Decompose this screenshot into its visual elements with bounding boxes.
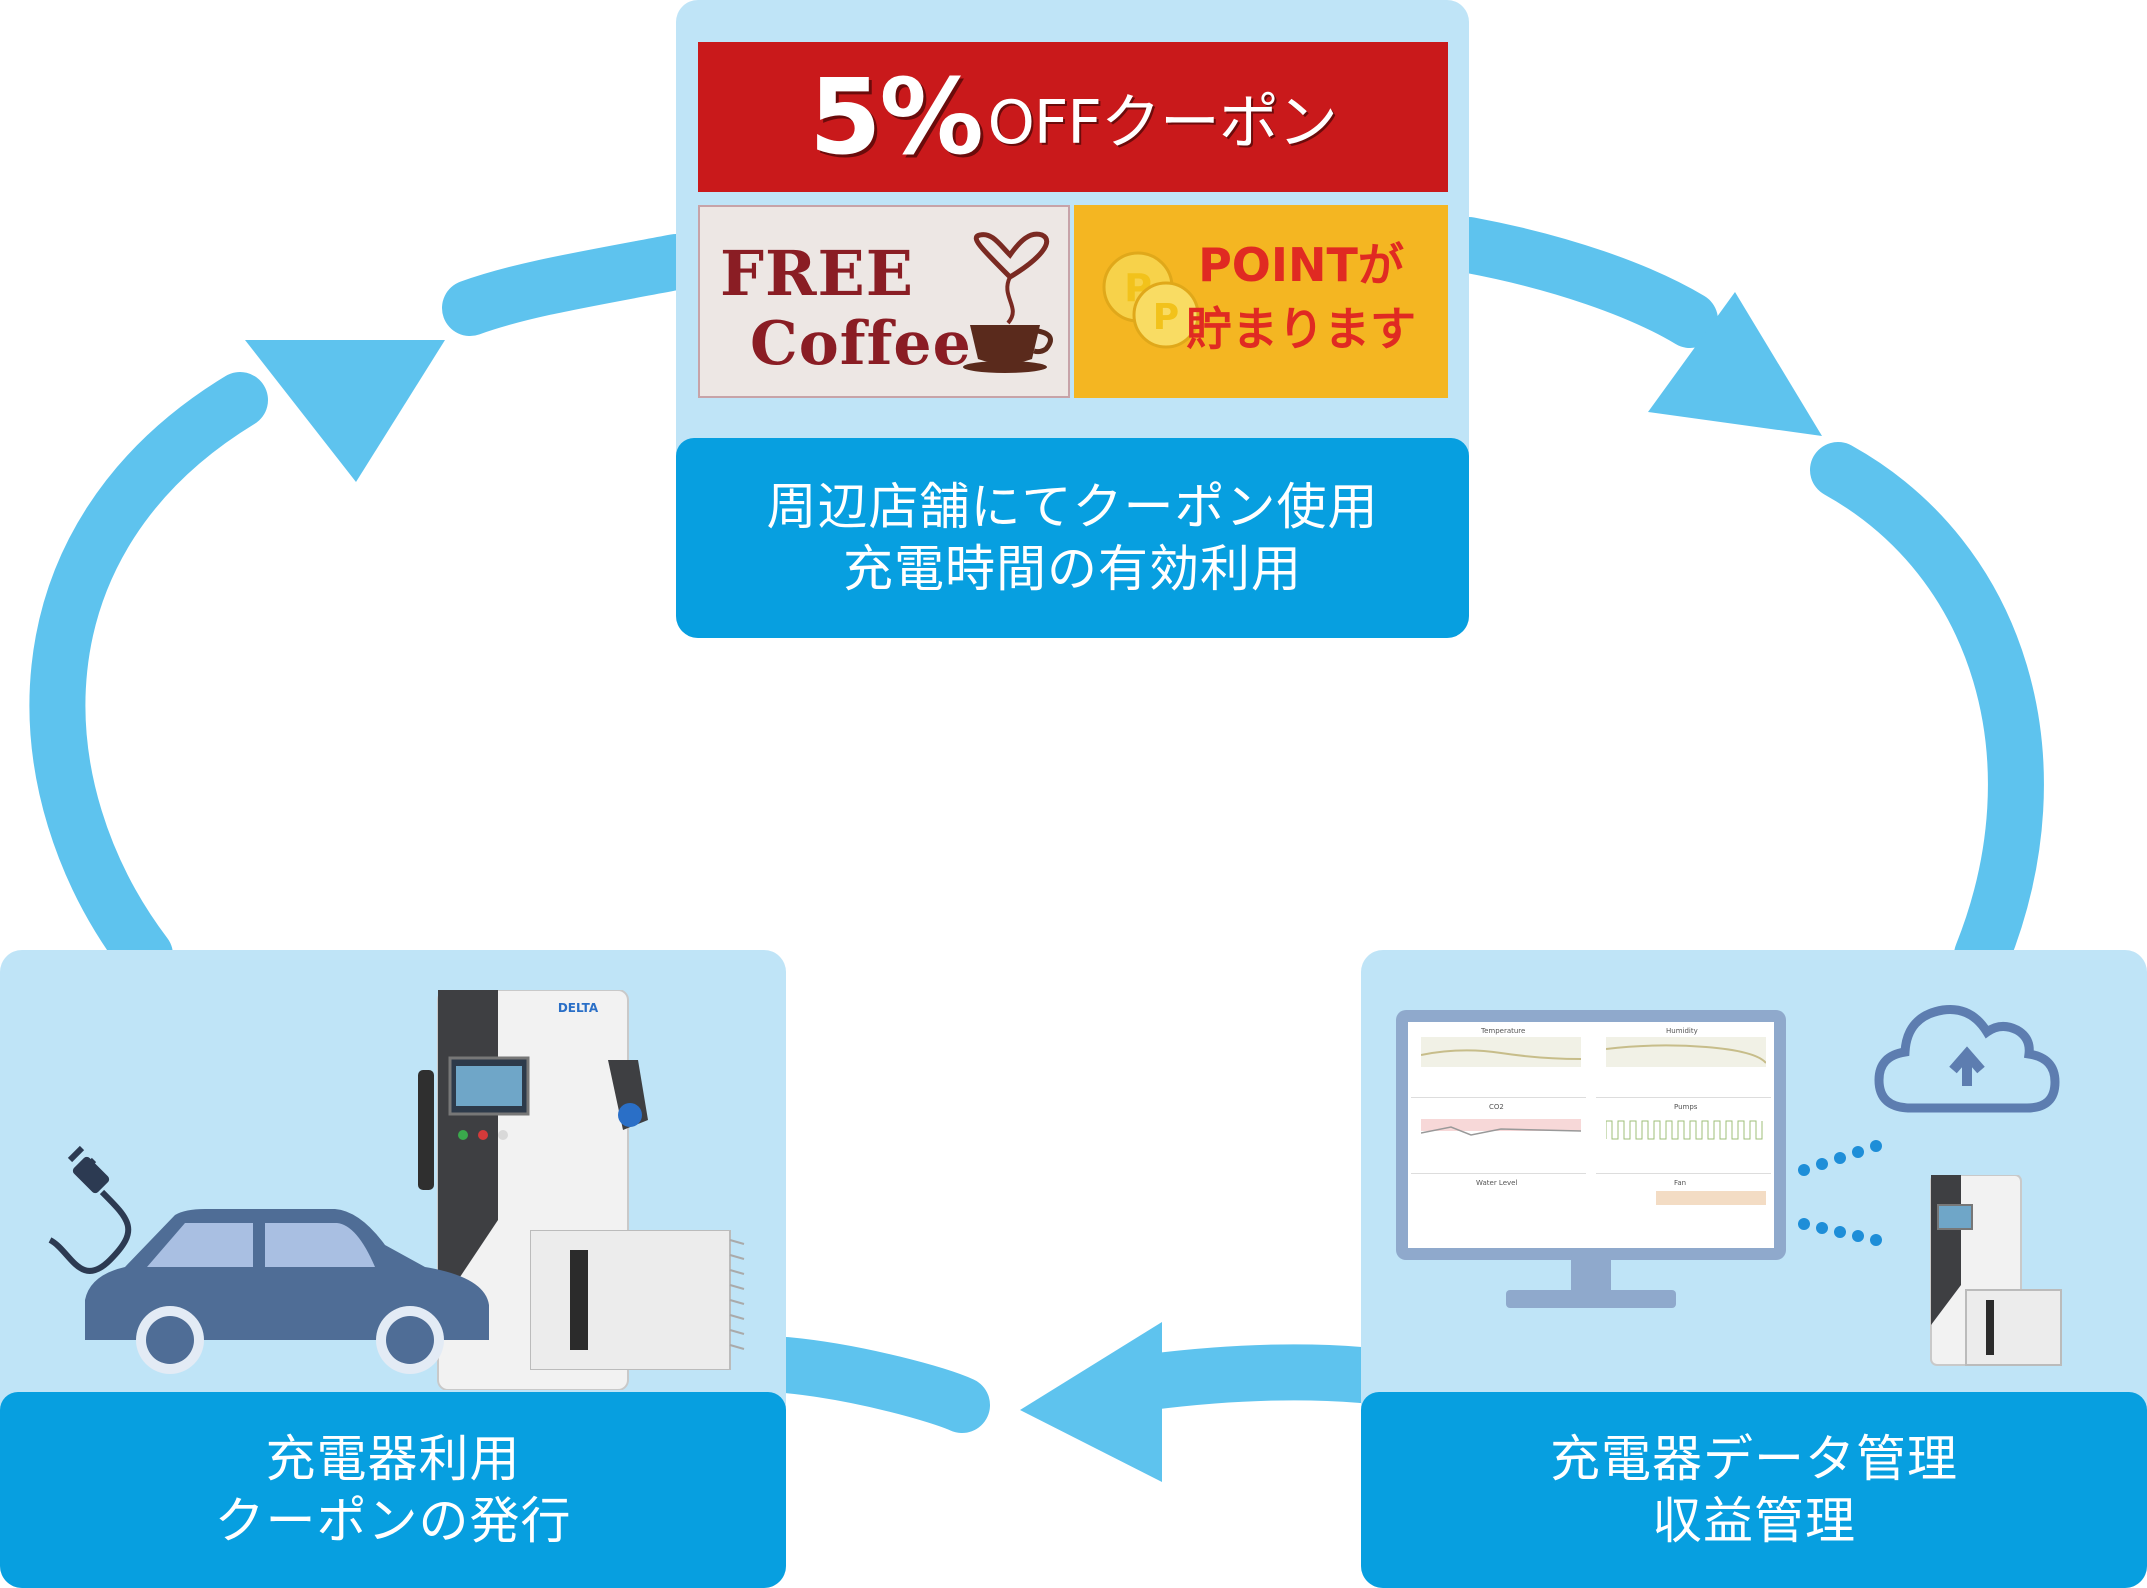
cycle-arc-top-left bbox=[29, 372, 268, 983]
coupon-5-percent-off: 5% OFFクーポン bbox=[698, 42, 1448, 192]
caption-right-line1: 充電器データ管理 bbox=[1550, 1430, 1958, 1488]
dashboard-fan-title: Fan bbox=[1674, 1179, 1687, 1187]
panel-coupon-usage: 5% OFFクーポン FREE Coffee P P POINTが 貯まります … bbox=[676, 0, 1469, 638]
panel-humidity: Humidity bbox=[1596, 1025, 1771, 1098]
dashboard-water-level-title: Water Level bbox=[1476, 1179, 1518, 1187]
cycle-arc-bottom bbox=[1122, 1344, 1389, 1410]
coupon-percent: 5% bbox=[809, 56, 984, 178]
coupon-off-label: OFFクーポン bbox=[987, 87, 1338, 158]
caption-left-line2: クーポンの発行 bbox=[214, 1492, 572, 1550]
point-coupon: P P POINTが 貯まります bbox=[1074, 205, 1448, 398]
caption-top-line1: 周辺店舗にてクーポン使用 bbox=[766, 478, 1379, 536]
panel-data-management: Temperature Humidity CO2 Pumps Water Lev… bbox=[1361, 950, 2147, 1588]
free-coffee-line1: FREE bbox=[720, 237, 915, 310]
free-coffee-line2: Coffee bbox=[750, 309, 972, 379]
arrowhead-bottom-left bbox=[1020, 1322, 1162, 1482]
small-charger-icon bbox=[1930, 1175, 2062, 1366]
point-line2: 貯まります bbox=[1186, 302, 1416, 356]
dashboard: Temperature Humidity CO2 Pumps Water Lev… bbox=[1411, 1025, 1771, 1247]
plug-icon bbox=[48, 1145, 132, 1274]
panel-charger-usage: DELTA 充電器利用 クーポンの発行 bbox=[0, 950, 786, 1588]
point-text: POINTが 貯まります bbox=[1166, 233, 1436, 361]
cloud-upload-icon bbox=[1874, 1004, 2060, 1113]
dashboard-pumps-title: Pumps bbox=[1674, 1103, 1698, 1111]
arrowhead-left-up bbox=[245, 340, 445, 482]
caption-right-line2: 収益管理 bbox=[1652, 1492, 1856, 1550]
caption-top-line2: 充電時間の有効利用 bbox=[843, 540, 1302, 598]
svg-text:P: P bbox=[1153, 297, 1179, 338]
panel-water-level: Water Level bbox=[1411, 1177, 1586, 1247]
dashboard-co2-title: CO2 bbox=[1489, 1103, 1504, 1111]
dashboard-temperature-title: Temperature bbox=[1481, 1027, 1526, 1035]
connection-dots bbox=[1798, 1140, 1882, 1246]
caption-data-management: 充電器データ管理 収益管理 bbox=[1361, 1392, 2147, 1588]
panel-co2: CO2 bbox=[1411, 1101, 1586, 1174]
arrowhead-right-down bbox=[1648, 292, 1822, 436]
caption-left-line1: 充電器利用 bbox=[265, 1430, 521, 1488]
cycle-arc-top-right bbox=[1441, 217, 1718, 348]
caption-coupon-usage: 周辺店舗にてクーポン使用 充電時間の有効利用 bbox=[676, 438, 1469, 638]
panel-temperature: Temperature bbox=[1411, 1025, 1586, 1098]
gold-coin-icon: P P bbox=[1102, 251, 1200, 349]
free-coffee-coupon: FREE Coffee bbox=[698, 205, 1070, 398]
dashboard-humidity-title: Humidity bbox=[1666, 1027, 1698, 1035]
caption-charger-usage: 充電器利用 クーポンの発行 bbox=[0, 1392, 786, 1588]
coffee-cup-icon bbox=[963, 231, 1053, 373]
point-line1: POINTが bbox=[1198, 238, 1404, 292]
charger-brand-label: DELTA bbox=[558, 1001, 599, 1015]
panel-fan: Fan bbox=[1596, 1177, 1771, 1247]
wallbox-charger-icon bbox=[530, 1230, 745, 1370]
car-icon bbox=[85, 1209, 489, 1374]
panel-pumps: Pumps bbox=[1596, 1101, 1771, 1174]
